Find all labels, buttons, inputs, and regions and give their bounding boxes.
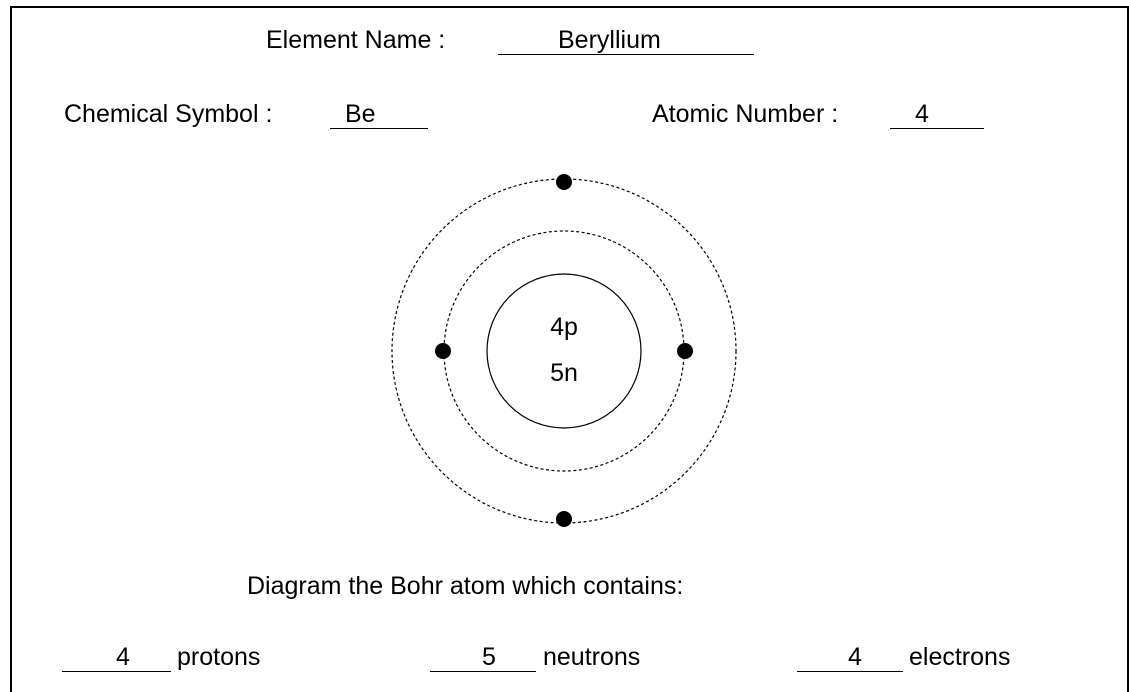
protons-label: protons [177,643,261,671]
electron-inner-right [677,343,693,359]
element-name-value: Beryllium [558,26,661,54]
nucleus-protons: 4p [550,313,578,341]
electron-inner-left [435,343,451,359]
protons-value: 4 [116,643,130,671]
electrons-blank [797,671,903,672]
atomic-number-label: Atomic Number : [652,100,839,128]
electrons-value: 4 [848,643,862,671]
electrons-label: electrons [909,643,1011,671]
neutrons-label: neutrons [543,643,641,671]
electron-outer-bottom [556,511,572,527]
chemical-symbol-value: Be [345,100,376,128]
chemical-symbol-blank [330,128,428,129]
neutrons-value: 5 [482,643,496,671]
electron-outer-top [556,174,572,190]
nucleus [486,273,642,429]
nucleus-neutrons: 5n [550,359,578,387]
inner-electron-shell [443,230,685,472]
atomic-number-value: 4 [915,100,929,128]
element-name-label: Element Name : [266,26,446,54]
worksheet-frame [10,6,1129,692]
protons-blank [62,671,171,672]
atomic-number-blank [890,128,984,129]
chemical-symbol-label: Chemical Symbol : [64,100,273,128]
element-name-blank [498,54,754,55]
neutrons-blank [430,671,536,672]
instructions-text: Diagram the Bohr atom which contains: [247,572,684,600]
